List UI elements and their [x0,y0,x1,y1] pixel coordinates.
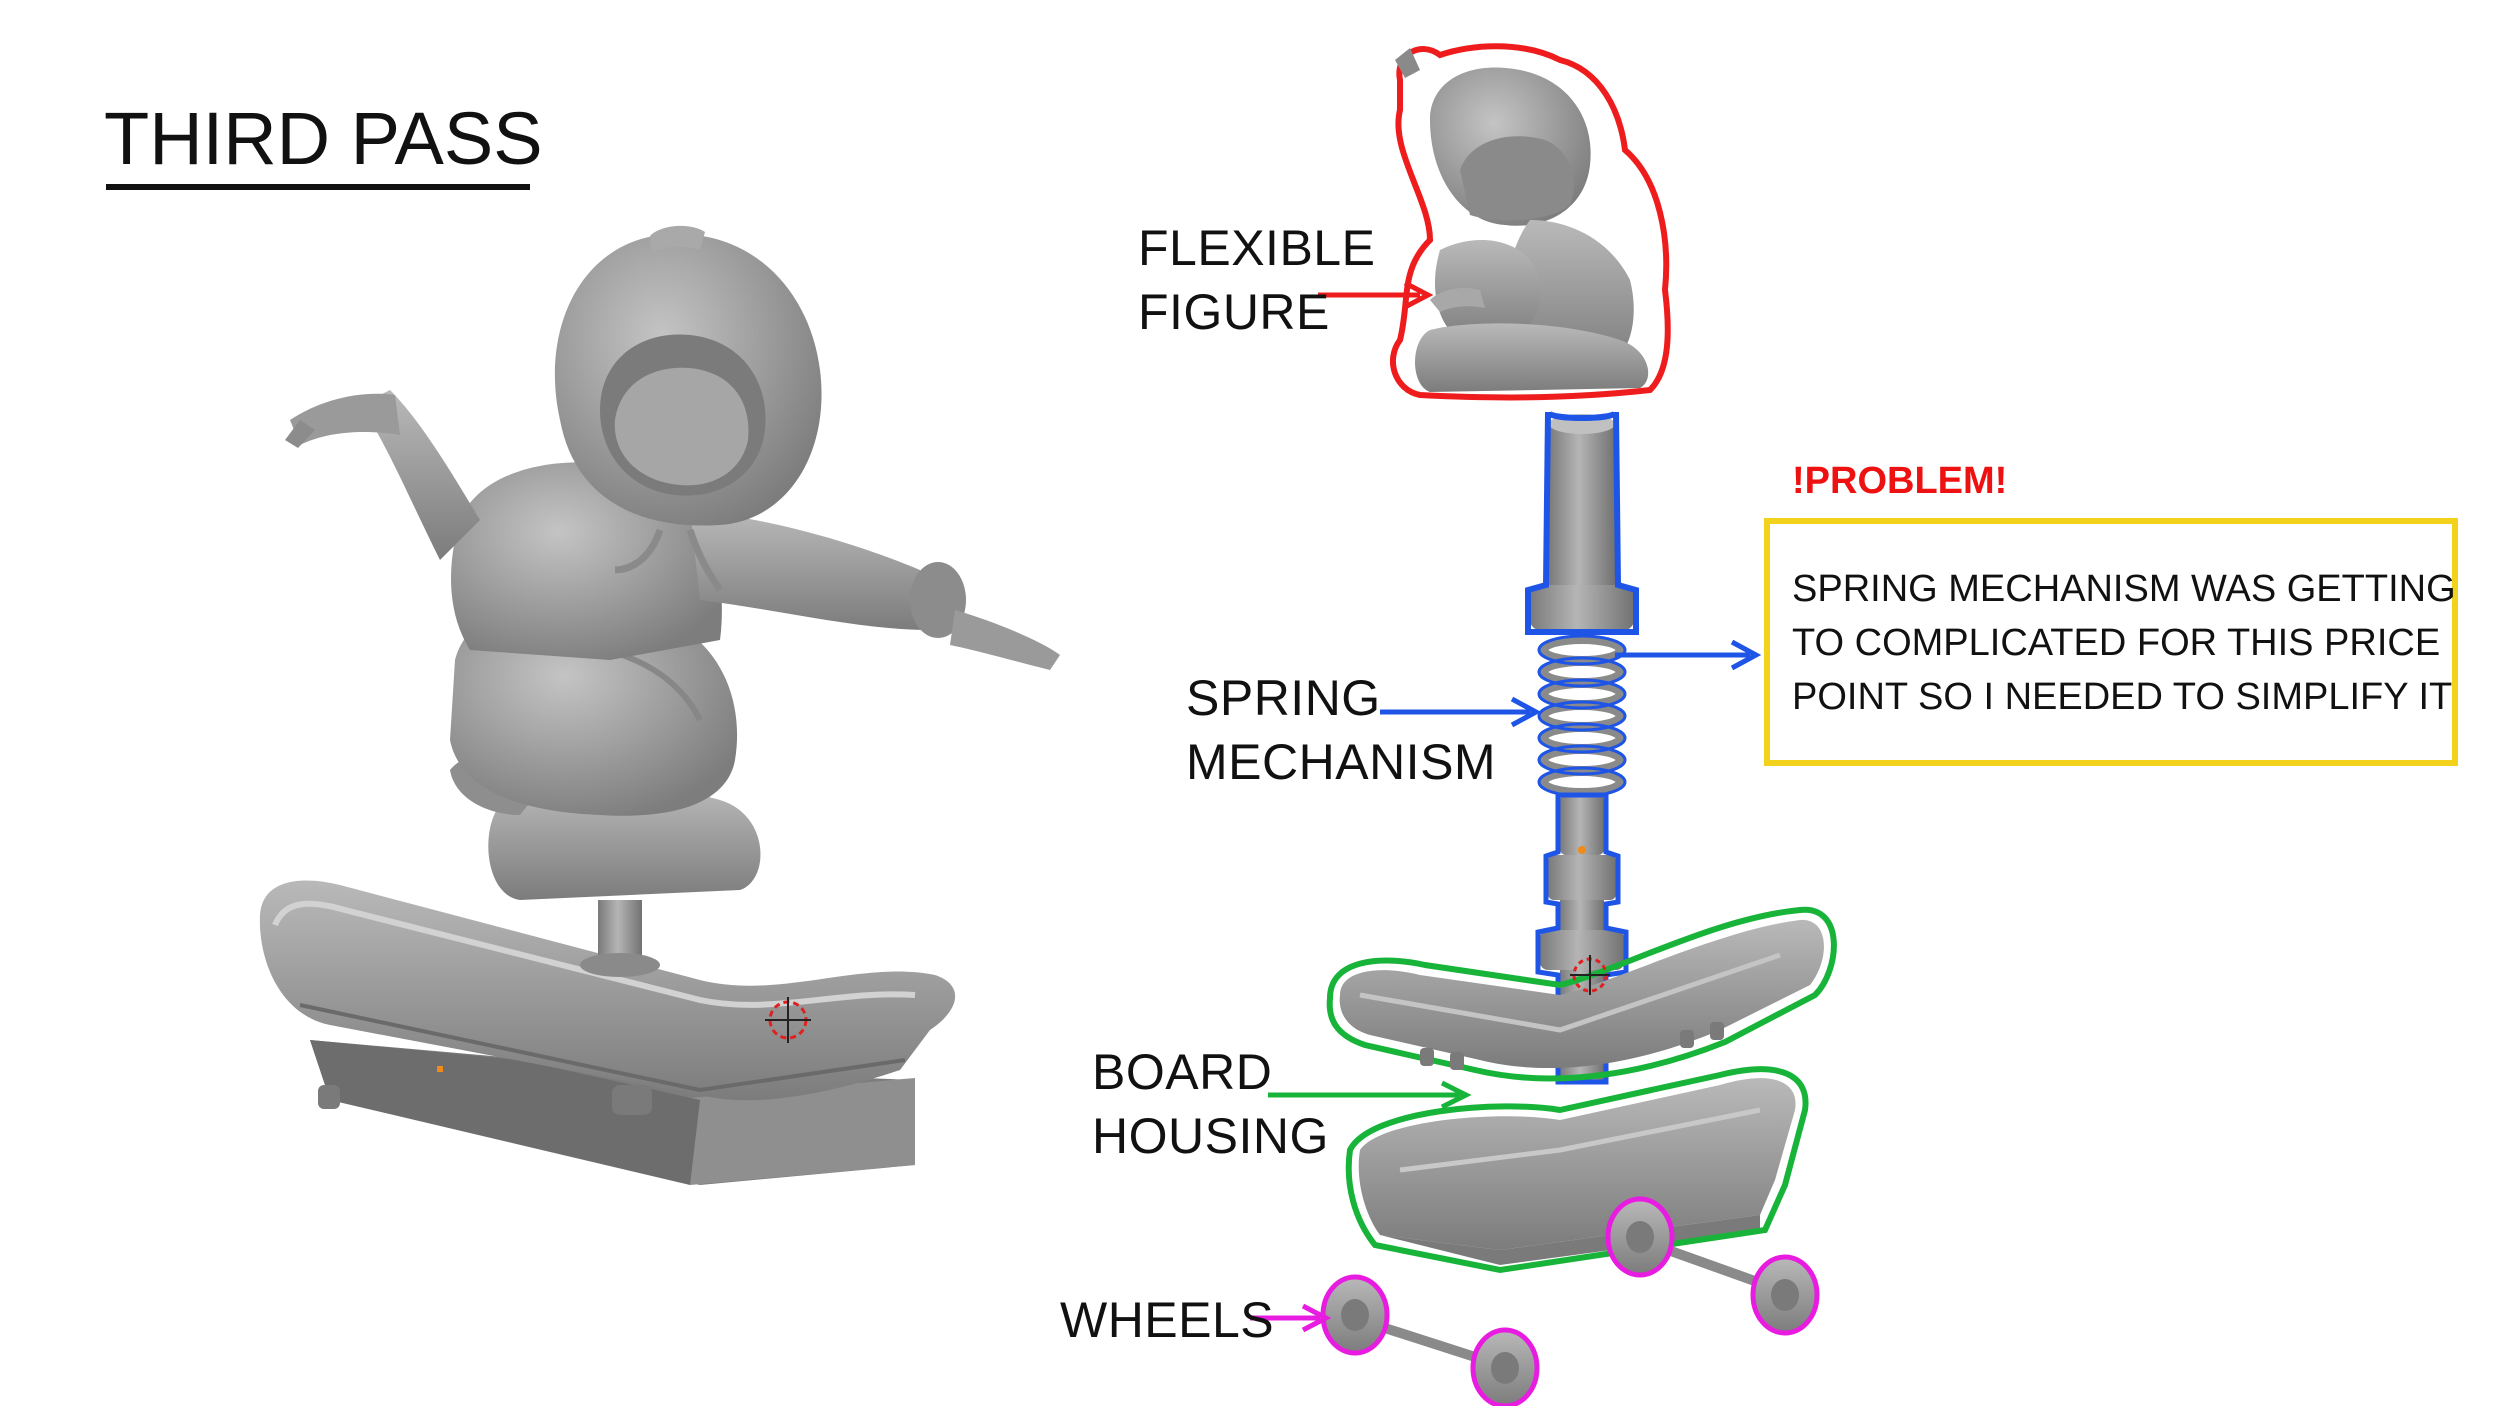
crosshair-icon [1570,955,1610,995]
problem-heading: !PROBLEM! [1792,460,2008,502]
assembled-model [259,225,1060,1185]
label-wheels: WHEELS [1060,1292,1275,1348]
problem-callout-box [1764,518,2458,766]
title-underline [106,184,530,190]
problem-line: SPRING MECHANISM WAS GETTING [1792,568,2456,610]
board-deck-part [1326,906,1837,1082]
problem-line: POINT SO I NEEDED TO SIMPLIFY IT [1792,676,2453,718]
problem-arrow [1615,639,1762,671]
label-spring-mechanism-line1: SPRING [1186,670,1381,726]
label-board-housing: BOARD HOUSING [1092,1040,1329,1168]
flexible-figure-part [1389,43,1671,401]
label-spring-mechanism-line2: MECHANISM [1186,734,1497,790]
board-housing-part [1345,1066,1809,1274]
crosshair-icon [765,997,811,1043]
spring-arrow [1380,696,1542,728]
page-title: THIRD PASS [104,97,543,180]
problem-text: SPRING MECHANISM WAS GETTING TO COMPLICA… [1792,562,2456,724]
problem-line: TO COMPLICATED FOR THIS PRICE [1792,622,2441,664]
wheels-part [1320,1196,1820,1406]
label-spring-mechanism: SPRING MECHANISM [1186,666,1496,794]
label-flexible-figure-line1: FLEXIBLE [1138,220,1376,276]
label-board-housing-line1: BOARD [1092,1044,1273,1100]
figure-arrow [1318,280,1434,310]
board-arrow [1268,1080,1472,1110]
label-board-housing-line2: HOUSING [1092,1108,1329,1164]
label-flexible-figure: FLEXIBLE FIGURE [1138,216,1375,344]
label-flexible-figure-line2: FIGURE [1138,284,1330,340]
wheels-arrow [1250,1303,1332,1333]
